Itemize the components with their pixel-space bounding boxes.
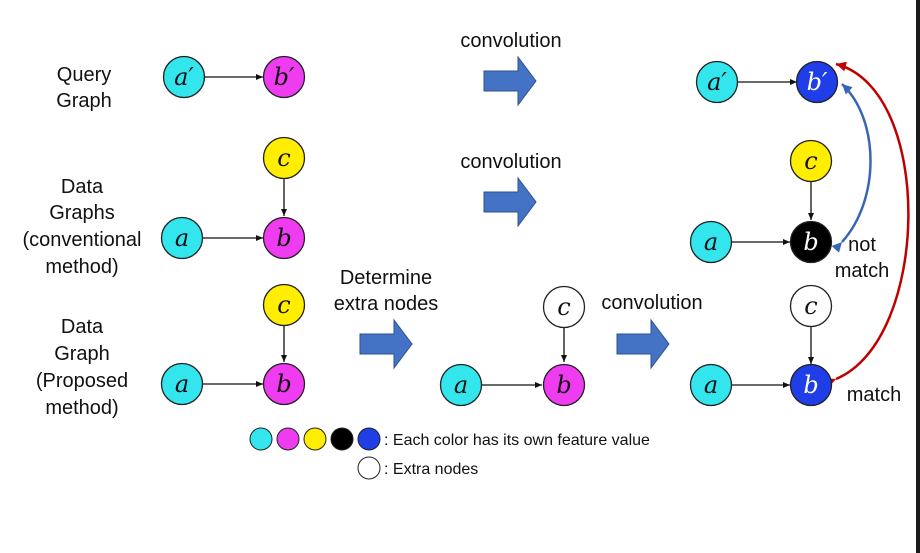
node-conv-b: b bbox=[262, 216, 306, 260]
block-arrow-convolution-3 bbox=[616, 318, 670, 370]
label-line: method) bbox=[45, 397, 118, 419]
node-label: b bbox=[803, 371, 818, 399]
node-label: b bbox=[276, 224, 291, 252]
node-res-conv-b: b bbox=[789, 220, 833, 264]
label-line: Data bbox=[61, 316, 104, 338]
node-label: b′ bbox=[274, 63, 295, 91]
step-label-convolution-1: convolution bbox=[460, 30, 561, 52]
node-mid-c: c bbox=[542, 285, 586, 329]
node-label: a bbox=[175, 370, 189, 398]
node-circle bbox=[789, 284, 833, 328]
node-res-q-b: b′ bbox=[795, 60, 839, 104]
label-data-graphs-conventional: Data Graphs (conventional method) bbox=[23, 176, 142, 278]
node-circle bbox=[160, 362, 204, 406]
result-label-match: match bbox=[847, 384, 901, 406]
node-mid-b: b bbox=[542, 363, 586, 407]
node-label: a′ bbox=[174, 63, 194, 91]
step-label-determine-line2: extra nodes bbox=[334, 293, 439, 315]
node-res-conv-c: c bbox=[789, 139, 833, 183]
node-circle bbox=[262, 362, 306, 406]
node-res-prop-a: a bbox=[689, 363, 733, 407]
step-label-convolution-3: convolution bbox=[601, 292, 702, 314]
node-label: c bbox=[277, 144, 290, 172]
compare-curve-not-match bbox=[831, 83, 872, 253]
node-circle bbox=[689, 363, 733, 407]
node-res-conv-a: a bbox=[689, 220, 733, 264]
label-line: Query bbox=[57, 64, 111, 86]
node-label: c bbox=[277, 291, 290, 319]
node-label: c bbox=[804, 147, 817, 175]
node-circle bbox=[795, 60, 839, 104]
frame-edge bbox=[916, 0, 920, 553]
compare-curve-match bbox=[824, 61, 910, 388]
node-circle bbox=[542, 363, 586, 407]
legend-swatch-magenta bbox=[276, 427, 300, 451]
node-res-prop-b: b bbox=[789, 363, 833, 407]
legend-extra-text: : Extra nodes bbox=[384, 461, 478, 478]
label-line: method) bbox=[45, 256, 118, 278]
label-line: Graph bbox=[54, 343, 110, 365]
label-line: Data bbox=[61, 176, 104, 198]
node-label: c bbox=[557, 293, 570, 321]
block-arrow-determine bbox=[359, 318, 413, 370]
legend-swatch-extra bbox=[357, 456, 381, 480]
label-data-graph-proposed: Data Graph (Proposed method) bbox=[36, 316, 128, 419]
result-label-not-line2: match bbox=[835, 260, 889, 282]
node-label: a bbox=[175, 224, 189, 252]
legend-swatch-yellow bbox=[303, 427, 327, 451]
node-circle bbox=[162, 55, 206, 99]
node-label: a bbox=[704, 228, 718, 256]
result-label-not-line1: not bbox=[848, 234, 876, 256]
label-line: Graph bbox=[56, 90, 112, 112]
step-label-determine-line1: Determine bbox=[340, 267, 432, 289]
node-prop-b: b bbox=[262, 362, 306, 406]
step-label-convolution-2: convolution bbox=[460, 151, 561, 173]
node-circle bbox=[689, 220, 733, 264]
node-label: c bbox=[804, 292, 817, 320]
node-label: b bbox=[276, 370, 291, 398]
node-res-q-a: a′ bbox=[695, 60, 739, 104]
legend-feature-text: : Each color has its own feature value bbox=[384, 432, 650, 449]
node-label: b bbox=[803, 228, 818, 256]
node-res-prop-c: c bbox=[789, 284, 833, 328]
node-circle bbox=[262, 283, 306, 327]
label-query-graph: Query Graph bbox=[56, 64, 112, 112]
node-conv-a: a bbox=[160, 216, 204, 260]
node-circle bbox=[262, 55, 306, 99]
node-circle bbox=[789, 139, 833, 183]
block-arrow-convolution-2 bbox=[483, 176, 537, 228]
node-query-a: a′ bbox=[162, 55, 206, 99]
node-label: a bbox=[454, 371, 468, 399]
block-arrow-convolution-1 bbox=[483, 55, 537, 107]
node-label: b bbox=[556, 371, 571, 399]
label-line: (Proposed bbox=[36, 370, 128, 392]
node-prop-c: c bbox=[262, 283, 306, 327]
node-circle bbox=[542, 285, 586, 329]
node-query-b: b′ bbox=[262, 55, 306, 99]
label-line: Graphs bbox=[49, 202, 115, 224]
node-circle bbox=[160, 216, 204, 260]
node-circle bbox=[262, 136, 306, 180]
node-label: a′ bbox=[707, 68, 727, 96]
label-line: (conventional bbox=[23, 229, 142, 251]
legend-swatch-black bbox=[330, 427, 354, 451]
node-circle bbox=[695, 60, 739, 104]
legend-swatch-blue bbox=[357, 427, 381, 451]
node-circle bbox=[439, 363, 483, 407]
legend-swatch-cyan bbox=[249, 427, 273, 451]
node-circle bbox=[789, 363, 833, 407]
node-conv-c: c bbox=[262, 136, 306, 180]
node-mid-a: a bbox=[439, 363, 483, 407]
node-circle bbox=[789, 220, 833, 264]
node-prop-a: a bbox=[160, 362, 204, 406]
node-circle bbox=[262, 216, 306, 260]
node-label: b′ bbox=[807, 68, 828, 96]
node-label: a bbox=[704, 371, 718, 399]
